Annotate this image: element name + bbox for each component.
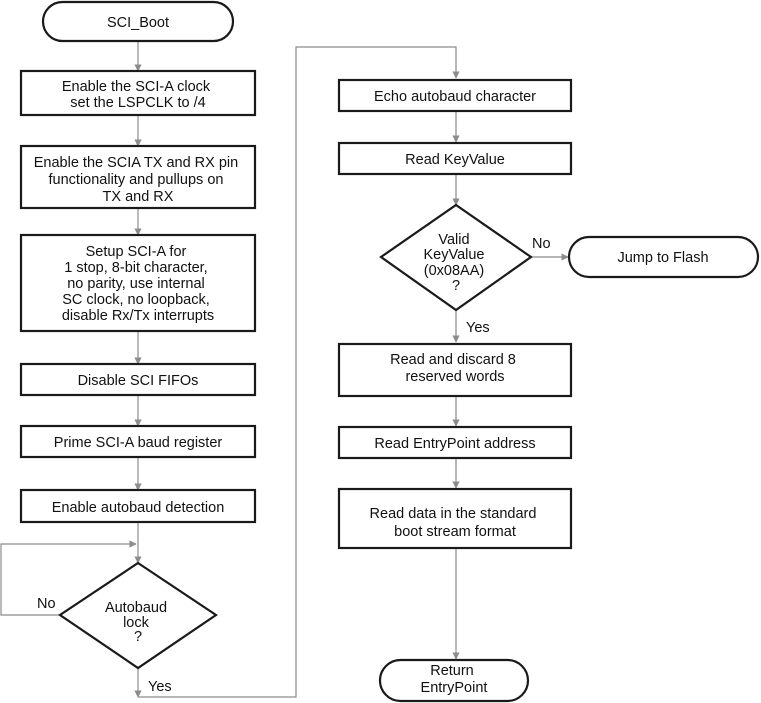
autobaud-lock-decision: Autobaud lock ? (58, 561, 218, 670)
autobaud-yes-label: Yes (148, 679, 172, 695)
read-data-line-1: Read data in the standard (370, 506, 537, 522)
valid-key-line-3: (0x08AA) (424, 263, 484, 279)
valid-key-line-1: Valid (438, 232, 469, 248)
valid-key-text: Valid KeyValue (0x08AA) ? (423, 232, 488, 294)
enable-clock-line-1: Enable the SCI-A clock (62, 79, 211, 95)
read-discard-box: Read and discard 8 reserved words (337, 342, 573, 398)
valid-key-line-2: KeyValue (423, 247, 484, 263)
start-terminal-text: SCI_Boot (107, 15, 169, 31)
echo-text: Echo autobaud character (374, 89, 536, 105)
autobaud-lock-text: Autobaud lock ? (105, 600, 171, 645)
read-discard-text: Read and discard 8 reserved words (390, 352, 520, 385)
start-terminal: SCI_Boot (41, 0, 235, 43)
valid-yes-label: Yes (466, 320, 490, 336)
arrow-lock-no-loop (0, 540, 137, 616)
autobaud-no-label: No (37, 596, 56, 612)
autobaud-lock-line-3: ? (134, 629, 142, 645)
setup-sci-line-5: disable Rx/Tx interrupts (62, 308, 214, 324)
enable-pins-line-1: Enable the SCIA TX and RX pin (34, 155, 238, 171)
read-key-box: Read KeyValue (337, 141, 573, 176)
enable-pins-text: Enable the SCIA TX and RX pin functional… (34, 155, 243, 205)
enable-pins-box: Enable the SCIA TX and RX pin functional… (19, 144, 257, 210)
enable-autobaud-box: Enable autobaud detection (19, 488, 257, 524)
prime-baud-text: Prime SCI-A baud register (54, 435, 223, 451)
read-discard-line-1: Read and discard 8 (390, 352, 516, 368)
return-terminal: Return EntryPoint (378, 658, 530, 703)
echo-box: Echo autobaud character (337, 78, 573, 113)
setup-sci-text: Setup SCI-A for 1 stop, 8-bit character,… (62, 244, 214, 324)
return-text: Return EntryPoint (421, 663, 488, 696)
read-data-box: Read data in the standard boot stream fo… (337, 487, 573, 550)
disable-fifo-box: Disable SCI FIFOs (19, 362, 257, 397)
enable-pins-line-2: functionality and pullups on (49, 172, 224, 188)
valid-key-line-4: ? (452, 278, 460, 294)
setup-sci-line-4: SC clock, no loopback, (62, 292, 210, 308)
return-line-2: EntryPoint (421, 680, 488, 696)
return-line-1: Return (430, 663, 474, 679)
enable-clock-line-2: set the LSPCLK to /4 (70, 95, 205, 111)
setup-sci-box: Setup SCI-A for 1 stop, 8-bit character,… (19, 233, 257, 333)
read-discard-line-2: reserved words (405, 369, 504, 385)
enable-clock-box: Enable the SCI-A clock set the LSPCLK to… (19, 69, 257, 117)
read-key-text: Read KeyValue (405, 152, 505, 168)
autobaud-lock-line-1: Autobaud (105, 600, 167, 616)
arrow-to-right-column (138, 46, 460, 698)
jump-flash-text: Jump to Flash (617, 250, 708, 266)
autobaud-lock-line-2: lock (123, 615, 150, 631)
read-entry-box: Read EntryPoint address (337, 425, 573, 460)
valid-key-decision: Valid KeyValue (0x08AA) ? (379, 203, 533, 312)
disable-fifo-text: Disable SCI FIFOs (78, 373, 199, 389)
read-data-text: Read data in the standard boot stream fo… (370, 506, 541, 540)
jump-flash-terminal: Jump to Flash (567, 235, 760, 279)
read-data-line-2: boot stream format (394, 524, 516, 540)
setup-sci-line-1: Setup SCI-A for (86, 244, 187, 260)
connectors (0, 41, 569, 698)
setup-sci-line-2: 1 stop, 8-bit character, (64, 260, 207, 276)
enable-autobaud-text: Enable autobaud detection (52, 500, 225, 516)
valid-no-label: No (532, 236, 551, 252)
enable-pins-line-3: TX and RX (103, 189, 174, 205)
setup-sci-line-3: no parity, use internal (67, 276, 205, 292)
prime-baud-box: Prime SCI-A baud register (19, 424, 257, 459)
enable-clock-text: Enable the SCI-A clock set the LSPCLK to… (62, 79, 214, 111)
read-entry-text: Read EntryPoint address (374, 436, 535, 452)
